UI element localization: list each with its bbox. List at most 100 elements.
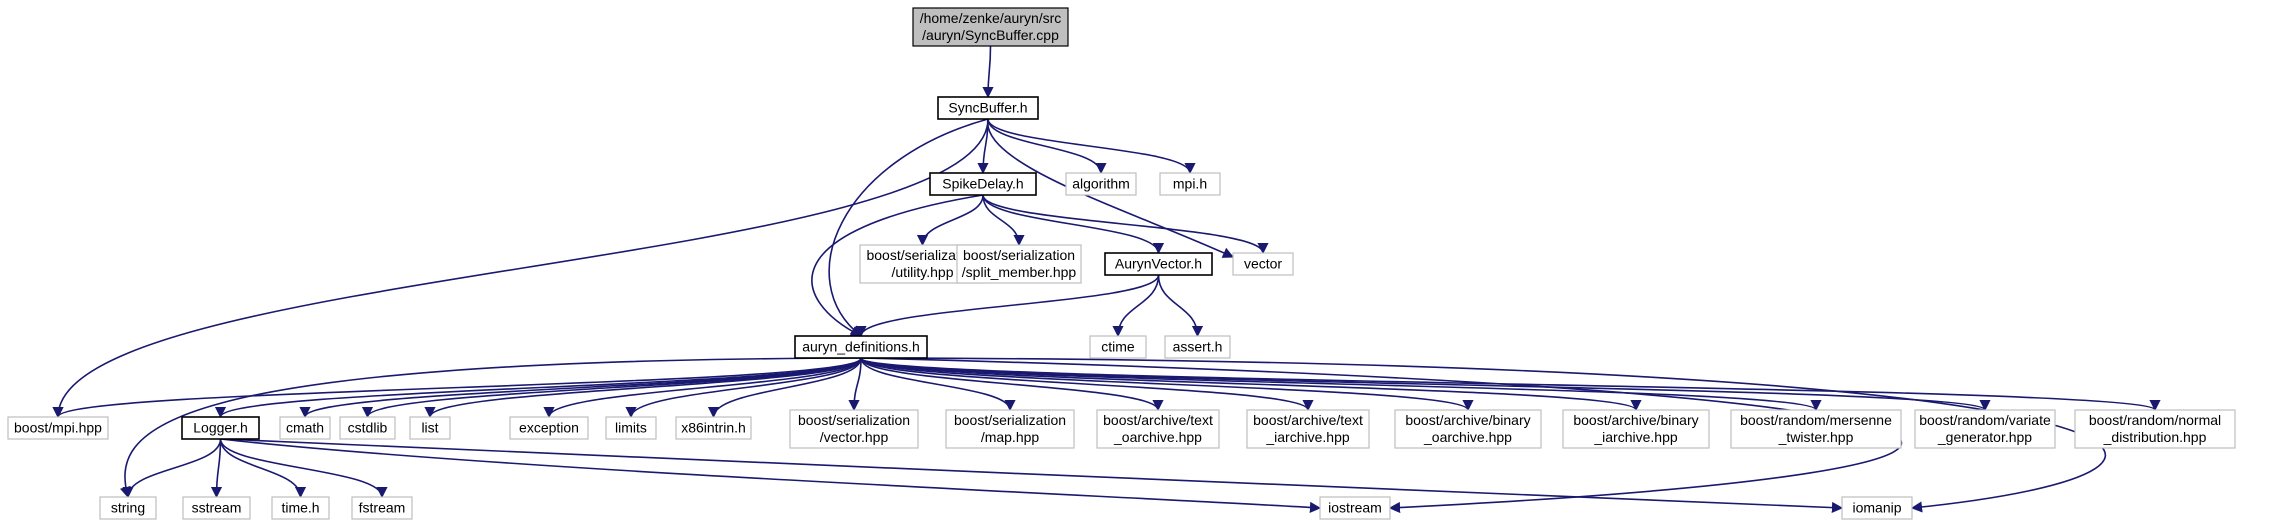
node-label-ctime: ctime [1101,339,1135,355]
node-box-ba_text_o [1096,409,1220,449]
node-box-algorithm [1065,172,1137,196]
node-ba_text_i: boost/archive/text_iarchive.hpp [1246,409,1370,449]
edge-defs-to-bs_map [860,357,1016,412]
node-defs[interactable]: auryn_definitions.h [794,335,928,359]
edge-defs-to-ba_bin_i [860,357,1642,412]
node-label-mpih: mpi.h [1173,176,1207,192]
edge-defs-to-ba_text_o [860,357,1164,412]
node-label-br_mt: _twister.hpp [1778,429,1854,445]
node-sstream: sstream [182,496,251,520]
node-label-bs_map: boost/serialization [954,412,1066,428]
node-aurynvector[interactable]: AurynVector.h [1104,252,1213,276]
node-label-br_nd: boost/random/normal [2089,412,2221,428]
node-label-ba_bin_i: boost/archive/binary [1573,412,1698,428]
node-box-br_nd [2074,409,2236,449]
node-box-cstdlib [339,416,396,440]
node-label-root: /auryn/SyncBuffer.cpp [922,27,1059,43]
node-box-timeh [271,496,330,520]
node-box-fstream [351,496,413,520]
edge-spikedelay-to-bs_split [982,194,1025,247]
node-label-ba_bin_i: _iarchive.hpp [1593,429,1677,445]
node-label-iomanip: iomanip [1852,500,1901,516]
edge-defs-to-list [424,357,862,419]
node-label-root: /home/zenke/auryn/src [920,10,1062,26]
edge-logger-to-timeh [219,438,307,499]
node-box-limits [605,416,657,440]
node-syncbuffer[interactable]: SyncBuffer.h [937,96,1039,120]
node-box-exception [509,416,589,440]
node-label-list: list [421,420,438,436]
node-label-algorithm: algorithm [1072,176,1130,192]
node-label-aurynvector: AurynVector.h [1115,256,1202,272]
edge-syncbuffer-to-algorithm [987,118,1107,175]
node-box-cmath [279,416,331,440]
edge-defs-to-exception [543,357,862,419]
node-box-bs_map [945,409,1075,449]
node-box-iostream [1319,496,1391,520]
node-box-iomanip [1841,496,1913,520]
node-label-sstream: sstream [192,500,242,516]
node-box-x86 [675,416,752,440]
edge-defs-to-x86 [707,357,862,419]
node-box-root [912,7,1069,47]
node-box-bs_vector [789,409,919,449]
node-iostream: iostream [1319,496,1391,520]
node-mpih: mpi.h [1159,172,1221,196]
node-box-ba_bin_o [1394,409,1542,449]
node-box-vector [1232,252,1294,276]
node-label-bs_utility: boost/serialization [866,247,978,263]
node-algorithm: algorithm [1065,172,1137,196]
node-label-ba_text_i: _iarchive.hpp [1265,429,1349,445]
node-box-br_vg [1914,409,2056,449]
edge-logger-to-sstream [210,438,223,499]
node-label-exception: exception [519,420,579,436]
node-fstream: fstream [351,496,413,520]
edge-aurynvector-to-ctime [1112,274,1160,338]
node-box-br_mt [1730,409,1902,449]
node-label-defs: auryn_definitions.h [802,339,920,355]
node-ba_bin_i: boost/archive/binary_iarchive.hpp [1562,409,1710,449]
node-box-string [99,496,157,520]
edge-aurynvector-to-asserth [1157,274,1204,338]
edge-logger-to-iomanip [220,438,1844,514]
node-cmath: cmath [279,416,331,440]
node-label-bs_vector: boost/serialization [798,412,910,428]
node-logger[interactable]: Logger.h [181,416,260,440]
node-spikedelay[interactable]: SpikeDelay.h [929,172,1037,196]
node-label-bs_map: /map.hpp [981,429,1040,445]
edge-defs-to-ba_text_i [860,357,1314,412]
node-string: string [99,496,157,520]
node-br_mt: boost/random/mersenne_twister.hpp [1730,409,1902,449]
node-label-bs_vector: /vector.hpp [820,429,889,445]
node-label-logger: Logger.h [193,420,248,436]
node-box-mpih [1159,172,1221,196]
node-label-limits: limits [615,420,647,436]
node-box-defs [794,335,928,359]
edge-defs-to-logger [215,357,862,419]
node-box-sstream [182,496,251,520]
node-label-iostream: iostream [1328,500,1382,516]
node-label-br_mt: boost/random/mersenne [1740,412,1892,428]
edge-spikedelay-to-vector [982,194,1269,255]
node-ctime: ctime [1089,335,1147,359]
node-box-spikedelay [929,172,1037,196]
node-vector: vector [1232,252,1294,276]
node-asserth: assert.h [1164,335,1231,359]
node-bs_vector: boost/serialization/vector.hpp [789,409,919,449]
node-label-ba_bin_o: _oarchive.hpp [1423,429,1512,445]
node-box-syncbuffer [937,96,1039,120]
node-box-logger [181,416,260,440]
edge-spikedelay-to-bs_utility [916,194,984,247]
node-label-spikedelay: SpikeDelay.h [942,176,1023,192]
node-label-fstream: fstream [359,500,406,516]
node-box-ba_bin_i [1562,409,1710,449]
edge-defs-to-br_vg [860,357,1991,412]
node-br_vg: boost/random/variate_generator.hpp [1914,409,2056,449]
node-label-cmath: cmath [286,420,324,436]
edge-aurynvector-to-defs [855,274,1160,338]
node-label-br_vg: _generator.hpp [1937,429,2032,445]
node-bs_map: boost/serialization/map.hpp [945,409,1075,449]
edge-logger-to-iostream [220,438,1322,513]
edge-spikedelay-to-defs [811,194,984,337]
node-label-ba_text_o: _oarchive.hpp [1113,429,1202,445]
